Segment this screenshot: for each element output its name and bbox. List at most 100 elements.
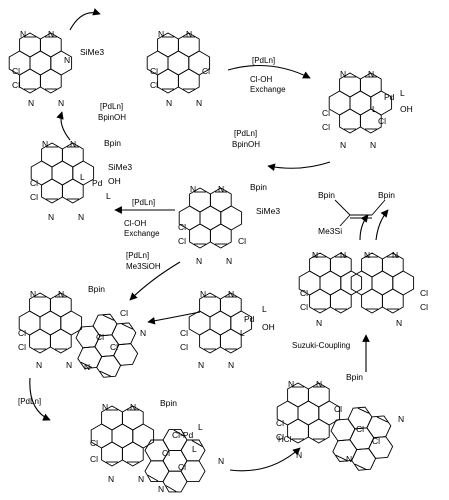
svg-text:N: N (166, 98, 172, 108)
svg-text:Cl: Cl (334, 404, 342, 414)
svg-text:Cl: Cl (238, 236, 246, 246)
arrow-exit-b (375, 209, 389, 241)
svg-text:N: N (58, 98, 64, 108)
arrows (29, 8, 389, 472)
svg-text:Cl: Cl (178, 236, 186, 246)
svg-text:L: L (400, 88, 405, 98)
svg-text:N: N (346, 454, 352, 464)
svg-text:Cl: Cl (378, 116, 386, 126)
svg-text:Cl: Cl (300, 288, 308, 298)
svg-text:N: N (288, 379, 294, 389)
svg-text:N: N (228, 360, 234, 370)
svg-text:SiMe3: SiMe3 (80, 47, 104, 57)
arrow-pd-oh-in (147, 311, 201, 325)
svg-text:Cl: Cl (18, 342, 26, 352)
molecule-left-pd-intermediate: N N Bpin SiMe3 Pd OH L L Cl Cl N N (30, 138, 132, 222)
svg-text:L: L (240, 328, 245, 338)
svg-text:Cl: Cl (420, 302, 428, 312)
svg-text:Cl: Cl (180, 342, 188, 352)
arrow-step-7 (229, 447, 301, 472)
svg-text:N: N (66, 360, 72, 370)
svg-text:N: N (340, 140, 346, 150)
svg-text:N: N (78, 212, 84, 222)
cond-step5-reagent: Me3SiOH (126, 262, 161, 271)
svg-text:N: N (392, 250, 398, 260)
cond-step2-reagent: BpinOH (232, 140, 260, 149)
svg-text:N: N (42, 139, 48, 149)
molecule-center-vinyl: N N Bpin SiMe3 Cl Cl Cl N N (178, 182, 280, 266)
svg-text:N: N (70, 139, 76, 149)
molecule-top-center: N N Cl Cl Cl N N (146, 29, 210, 108)
svg-text:Cl: Cl (322, 108, 330, 118)
molecule-pd-oh-lower: N N Pd L OH L Cl Cl N N (180, 289, 275, 370)
svg-text:N: N (340, 69, 346, 79)
cond-step3-line2: Cl-OH (124, 219, 146, 228)
svg-text:Bpin: Bpin (160, 398, 177, 408)
arrow-step-4 (56, 111, 71, 141)
cond-step4-reagent: BpinOH (98, 113, 126, 122)
svg-text:N: N (226, 256, 232, 266)
cond-suzuki: Suzuki-Coupling (292, 341, 350, 350)
svg-text:N: N (186, 29, 192, 39)
cond-step4-catalyst: [PdLn] (100, 102, 123, 111)
svg-text:L: L (192, 444, 197, 454)
svg-text:Cl: Cl (120, 308, 128, 318)
svg-text:N: N (20, 29, 26, 39)
cond-step5-catalyst: [PdLn] (126, 251, 149, 260)
condition-labels: [PdLn] Cl-OH Exchange [PdLn] BpinOH [PdL… (18, 56, 350, 444)
svg-text:N: N (364, 250, 370, 260)
svg-text:Cl: Cl (12, 80, 20, 90)
molecule-top-left: N N Cl Cl N SiMe3 N N (8, 29, 104, 108)
svg-text:N: N (190, 184, 196, 194)
svg-text:Me3Si: Me3Si (318, 226, 342, 236)
svg-text:Bpin: Bpin (104, 138, 121, 148)
reagent-vinyl-diboronate: Bpin Bpin Me3Si (318, 190, 395, 236)
svg-text:SiMe3: SiMe3 (108, 162, 132, 172)
svg-text:N: N (312, 250, 318, 260)
svg-text:N: N (158, 29, 164, 39)
cond-step3-line3: Exchange (124, 229, 160, 238)
svg-text:N: N (228, 289, 234, 299)
arrow-step-5 (129, 261, 181, 301)
svg-text:Cl: Cl (180, 328, 188, 338)
svg-text:Cl: Cl (30, 192, 38, 202)
svg-text:N: N (296, 450, 302, 460)
svg-text:Bpin: Bpin (88, 284, 105, 294)
svg-text:N: N (30, 289, 36, 299)
svg-text:N: N (198, 360, 204, 370)
svg-text:OH: OH (262, 322, 275, 332)
molecule-bottom-left-pd: N N Bpin Cl-Pd L L Cl Cl N N Cl Cl N N (90, 398, 224, 500)
svg-text:N: N (28, 98, 34, 108)
arrow-exit-a (359, 214, 369, 241)
cond-step1-line3: Exchange (250, 85, 286, 94)
svg-text:N: N (84, 362, 90, 372)
svg-text:Cl: Cl (12, 66, 20, 76)
svg-text:Cl: Cl (18, 328, 26, 338)
arrow-step-6 (29, 377, 51, 421)
svg-text:Cl: Cl (420, 288, 428, 298)
cond-step2-catalyst: [PdLn] (234, 129, 257, 138)
svg-text:N: N (138, 474, 144, 484)
svg-text:N: N (398, 414, 404, 424)
svg-text:N: N (196, 256, 202, 266)
svg-text:Cl: Cl (276, 432, 284, 442)
svg-text:N: N (316, 379, 322, 389)
molecule-bottom-right: N N Bpin Cl Cl N Cl Cl Cl N N (276, 372, 404, 480)
svg-text:N: N (36, 360, 42, 370)
cond-step1-catalyst: [PdLn] (252, 56, 275, 65)
svg-text:N: N (102, 402, 108, 412)
svg-text:Bpin: Bpin (378, 190, 395, 200)
svg-text:OH: OH (108, 176, 121, 186)
svg-text:N: N (370, 140, 376, 150)
svg-text:Cl: Cl (356, 424, 364, 434)
svg-text:Cl: Cl (90, 454, 98, 464)
svg-text:L: L (80, 172, 85, 182)
svg-text:Cl: Cl (202, 66, 210, 76)
svg-text:L: L (198, 422, 203, 432)
svg-text:N: N (368, 69, 374, 79)
cond-step6-catalyst: [PdLn] (18, 397, 41, 406)
svg-text:N: N (48, 212, 54, 222)
molecule-left-coupled: N N Bpin Cl Cl N N Cl Cl Cl N N (18, 284, 149, 387)
svg-text:Pd: Pd (92, 178, 103, 188)
